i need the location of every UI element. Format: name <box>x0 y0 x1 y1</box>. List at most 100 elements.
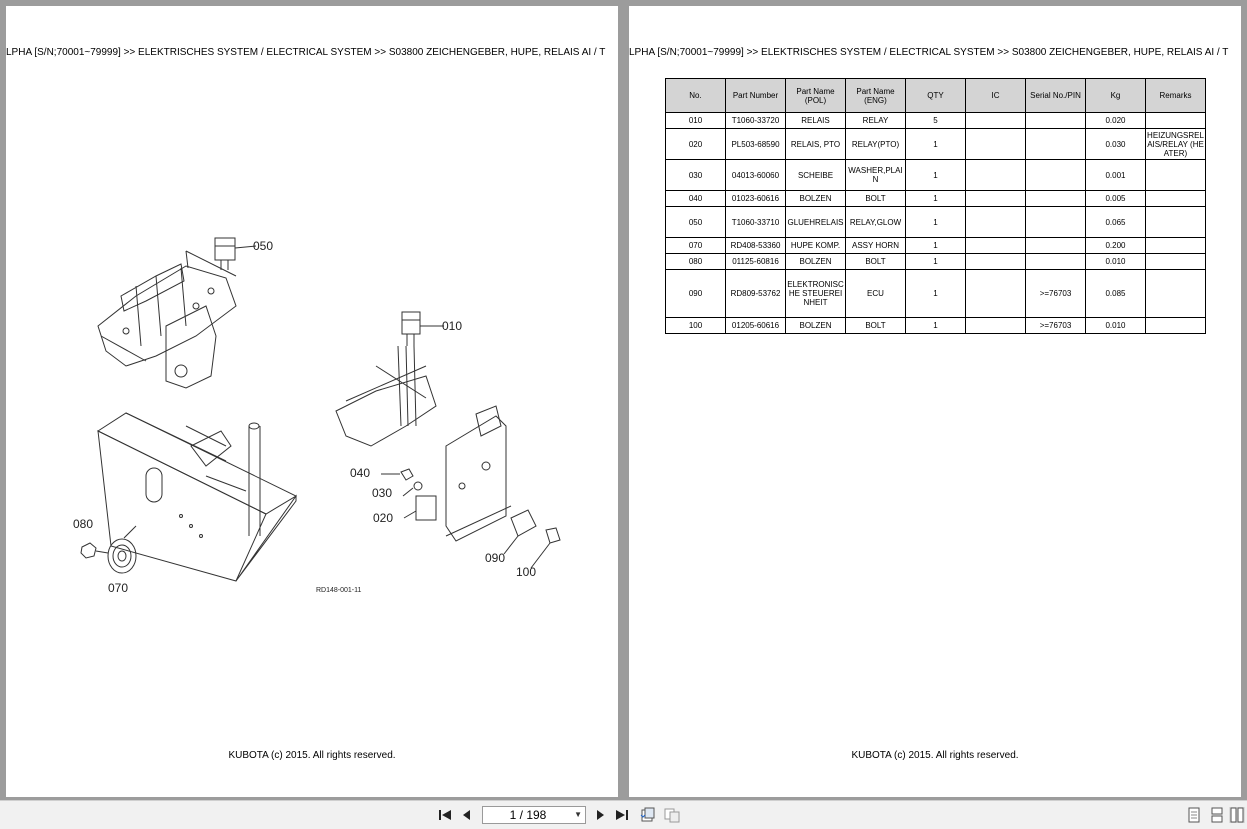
cell-part-number: T1060-33720 <box>725 112 786 129</box>
cell-qty: 1 <box>905 317 966 334</box>
cell-no: 070 <box>665 237 726 254</box>
col-header-part-number: Part Number <box>725 78 786 113</box>
cell-name-pol: GLUEHRELAIS <box>785 206 846 238</box>
two-page-view-icon[interactable] <box>1229 807 1245 823</box>
col-header-name-eng: Part Name (ENG) <box>845 78 906 113</box>
next-page-icon[interactable] <box>592 807 608 823</box>
cell-no: 030 <box>665 159 726 191</box>
cell-ic <box>965 269 1026 318</box>
cell-qty: 1 <box>905 159 966 191</box>
prev-page-icon[interactable] <box>459 807 475 823</box>
table-row: 070 RD408-53360 HUPE KOMP. ASSY HORN 1 0… <box>665 237 1206 254</box>
cell-kg: 0.065 <box>1085 206 1146 238</box>
fit-page-icon[interactable] <box>640 807 656 823</box>
cell-name-eng: RELAY(PTO) <box>845 128 906 160</box>
last-page-icon[interactable] <box>614 807 630 823</box>
first-page-icon[interactable] <box>437 807 453 823</box>
table-row: 090 RD809-53762 ELEKTRONISCHE STEUEREINH… <box>665 269 1206 318</box>
col-header-kg: Kg <box>1085 78 1146 113</box>
cell-ic <box>965 128 1026 160</box>
cell-name-pol: RELAIS, PTO <box>785 128 846 160</box>
ecu-090-illustration <box>503 509 561 569</box>
col-header-no: No. <box>665 78 726 113</box>
cell-qty: 1 <box>905 253 966 270</box>
callout-040: 040 <box>350 466 370 480</box>
callout-010: 010 <box>442 319 462 333</box>
cell-name-pol: ELEKTRONISCHE STEUEREINHEIT <box>785 269 846 318</box>
cell-remarks <box>1145 237 1206 254</box>
cell-kg: 0.030 <box>1085 128 1146 160</box>
cell-remarks <box>1145 159 1206 191</box>
copyright-footer: KUBOTA (c) 2015. All rights reserved. <box>851 750 1019 761</box>
cell-name-eng: RELAY <box>845 112 906 129</box>
cell-name-eng: BOLT <box>845 317 906 334</box>
cell-serial <box>1025 206 1086 238</box>
cell-name-pol: BOLZEN <box>785 253 846 270</box>
cell-kg: 0.001 <box>1085 159 1146 191</box>
cell-serial <box>1025 112 1086 129</box>
cell-part-number: T1060-33710 <box>725 206 786 238</box>
cell-remarks <box>1145 269 1206 318</box>
col-header-name-pol: Part Name (POL) <box>785 78 846 113</box>
cell-no: 050 <box>665 206 726 238</box>
breadcrumb-header: LPHA [S/N;70001~79999] >> ELEKTRISCHES S… <box>629 47 1229 58</box>
cell-name-eng: RELAY,GLOW <box>845 206 906 238</box>
table-row: 080 01125-60816 BOLZEN BOLT 1 0.010 <box>665 253 1206 270</box>
page-indicator: 1 / 198 <box>509 808 547 822</box>
left-page: LPHA [S/N;70001~79999] >> ELEKTRISCHES S… <box>6 6 618 797</box>
bolt-080-illustration <box>80 542 109 559</box>
cell-remarks: HEIZUNGSRELAIS/RELAY (HEATER) <box>1145 128 1206 160</box>
table-row: 010 T1060-33720 RELAIS RELAY 5 0.020 <box>665 112 1206 129</box>
cell-part-number: 01125-60816 <box>725 253 786 270</box>
cell-qty: 5 <box>905 112 966 129</box>
cell-serial: >=76703 <box>1025 269 1086 318</box>
callout-070: 070 <box>108 581 128 595</box>
cell-remarks <box>1145 190 1206 207</box>
table-row: 100 01205-60616 BOLZEN BOLT 1 >=76703 0.… <box>665 317 1206 334</box>
cell-name-eng: ASSY HORN <box>845 237 906 254</box>
cell-name-pol: HUPE KOMP. <box>785 237 846 254</box>
cell-kg: 0.020 <box>1085 112 1146 129</box>
cell-qty: 1 <box>905 206 966 238</box>
callout-100: 100 <box>516 565 536 579</box>
copyright-footer: KUBOTA (c) 2015. All rights reserved. <box>228 750 396 761</box>
cell-name-pol: BOLZEN <box>785 190 846 207</box>
cell-name-eng: WASHER,PLAIN <box>845 159 906 191</box>
right-page: LPHA [S/N;70001~79999] >> ELEKTRISCHES S… <box>629 6 1241 797</box>
cell-remarks <box>1145 253 1206 270</box>
cell-part-number: 04013-60060 <box>725 159 786 191</box>
table-header-row: No. Part Number Part Name (POL) Part Nam… <box>665 78 1206 113</box>
cell-ic <box>965 112 1026 129</box>
cell-part-number: RD809-53762 <box>725 269 786 318</box>
cell-no: 020 <box>665 128 726 160</box>
single-page-view-icon[interactable] <box>1186 807 1202 823</box>
cell-serial <box>1025 159 1086 191</box>
cell-remarks <box>1145 317 1206 334</box>
parts-table: No. Part Number Part Name (POL) Part Nam… <box>665 78 1206 334</box>
cell-kg: 0.010 <box>1085 253 1146 270</box>
drawing-code: RD148-001-11 <box>316 587 362 594</box>
bolt-washer-relay-illustration <box>381 468 437 521</box>
cell-no: 100 <box>665 317 726 334</box>
table-row: 030 04013-60060 SCHEIBE WASHER,PLAIN 1 0… <box>665 159 1206 191</box>
fit-width-icon[interactable] <box>664 807 680 823</box>
callout-020: 020 <box>373 511 393 525</box>
cell-qty: 1 <box>905 269 966 318</box>
continuous-view-icon[interactable] <box>1209 807 1225 823</box>
col-header-remarks: Remarks <box>1145 78 1206 113</box>
cell-kg: 0.085 <box>1085 269 1146 318</box>
table-row: 020 PL503-68590 RELAIS, PTO RELAY(PTO) 1… <box>665 128 1206 160</box>
cell-qty: 1 <box>905 237 966 254</box>
col-header-qty: QTY <box>905 78 966 113</box>
horn-070-illustration <box>107 525 137 574</box>
cell-serial <box>1025 253 1086 270</box>
page-number-select[interactable]: 1 / 198 ▼ <box>482 806 586 824</box>
cell-ic <box>965 253 1026 270</box>
cell-no: 040 <box>665 190 726 207</box>
cell-serial <box>1025 190 1086 207</box>
cell-remarks <box>1145 112 1206 129</box>
col-header-serial: Serial No./PIN <box>1025 78 1086 113</box>
cell-part-number: RD408-53360 <box>725 237 786 254</box>
cell-kg: 0.005 <box>1085 190 1146 207</box>
callout-050: 050 <box>253 239 273 253</box>
